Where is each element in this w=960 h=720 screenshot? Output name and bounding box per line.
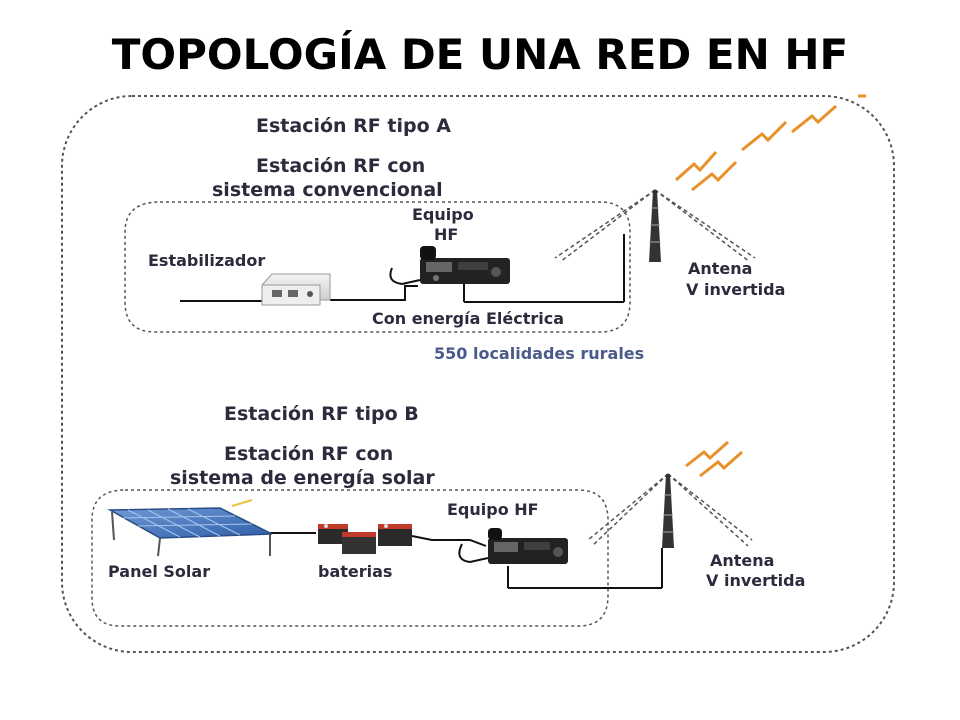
batteries-icon <box>318 524 412 554</box>
station-a-wiring <box>180 234 625 303</box>
stabilizer-label: Estabilizador <box>148 251 265 270</box>
station-b-subtitle-1: Estación RF con <box>224 443 393 465</box>
signal-lightning-b <box>685 440 743 478</box>
solar-panel-icon <box>107 499 273 557</box>
slide-title: TOPOLOGÍA DE UNA RED EN HF <box>111 30 849 79</box>
station-a-title: Estación RF tipo A <box>256 115 451 137</box>
batteries-label: baterias <box>318 562 392 581</box>
hf-radio-a-icon <box>389 246 510 286</box>
station-b-equipment: Equipo HF <box>447 500 539 519</box>
outer-boundary <box>61 95 895 653</box>
station-a-box <box>124 201 631 333</box>
station-a-antenna-2: V invertida <box>686 280 785 299</box>
station-a-equipment-1: Equipo <box>412 205 474 224</box>
localities-label: 550 localidades rurales <box>434 344 644 363</box>
power-label: Con energía Eléctrica <box>372 309 564 328</box>
station-a-subtitle-1: Estación RF con <box>256 155 425 177</box>
station-b-antenna-1: Antena <box>710 551 774 570</box>
station-a-subtitle-2: sistema convencional <box>212 179 443 201</box>
solar-panel-label: Panel Solar <box>108 562 210 581</box>
station-a-equipment-2: HF <box>434 225 458 244</box>
station-b-wiring <box>270 532 663 589</box>
hf-radio-b-icon <box>458 528 568 564</box>
station-b-subtitle-2: sistema de energía solar <box>170 467 435 489</box>
station-b-title: Estación RF tipo B <box>224 403 419 425</box>
station-b-box <box>91 489 609 627</box>
signal-lightning-a <box>675 94 866 192</box>
station-b-antenna-2: V invertida <box>706 571 805 590</box>
antenna-b-icon <box>587 473 753 548</box>
antenna-a-icon <box>554 189 756 263</box>
stabilizer-icon <box>261 273 331 306</box>
station-a-antenna-1: Antena <box>688 259 752 278</box>
